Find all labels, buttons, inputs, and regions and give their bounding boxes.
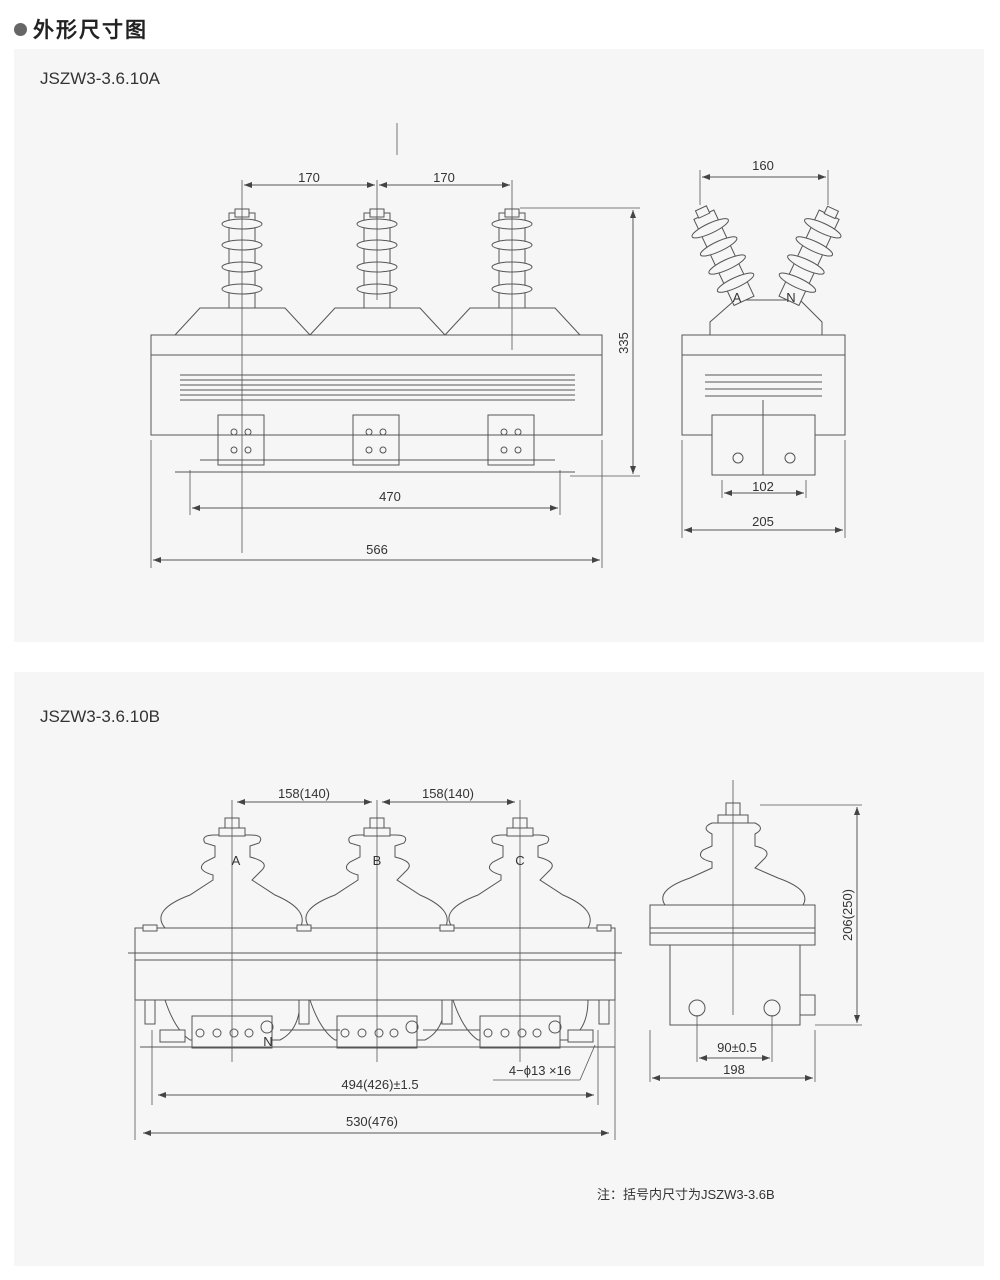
dim-height: 206(250) <box>840 889 855 941</box>
phase-c-label: C <box>515 853 524 868</box>
dim-height: 335 <box>616 332 631 354</box>
drawing-panel-a: JSZW3-3.6.10A <box>14 49 984 642</box>
model-label: JSZW3-3.6.10A <box>40 69 160 88</box>
dim-length: 566 <box>366 542 388 557</box>
dim-pitch-left: 170 <box>298 170 320 185</box>
dim-width: 205 <box>752 514 774 529</box>
side-view-a: 160 102 205 A N <box>681 158 846 538</box>
phase-n-label: N <box>786 290 795 305</box>
footnote: 注：括号内尺寸为JSZW3-3.6B <box>597 1187 775 1202</box>
dim-pitch-right: 170 <box>433 170 455 185</box>
phase-a-label: A <box>232 853 241 868</box>
dim-top: 160 <box>752 158 774 173</box>
dim-mount: 494(426)±1.5 <box>341 1077 418 1092</box>
dim-mount: 102 <box>752 479 774 494</box>
dim-length: 530(476) <box>346 1114 398 1129</box>
bullet-icon <box>14 22 27 36</box>
dim-width: 198 <box>723 1062 745 1077</box>
model-label: JSZW3-3.6.10B <box>40 707 160 726</box>
phase-b-label: B <box>373 853 382 868</box>
side-view-b: 206(250) 90±0.5 198 <box>649 780 862 1082</box>
dim-mount: 90±0.5 <box>717 1040 757 1055</box>
dim-pitch-right: 158(140) <box>422 786 474 801</box>
section-heading: 外形尺寸图 <box>14 14 148 44</box>
drawing-panel-b: JSZW3-3.6.10B <box>14 672 984 1266</box>
front-view-a: 170 170 335 470 566 <box>150 123 640 568</box>
neutral-label: N <box>263 1034 272 1049</box>
dim-mount: 470 <box>379 489 401 504</box>
front-view-b: 158(140) 158(140) 494(426)±1.5 530(476) … <box>128 786 622 1140</box>
phase-a-label: A <box>733 290 742 305</box>
dim-holes: 4−ϕ13 ×16 <box>509 1063 571 1078</box>
dim-pitch-left: 158(140) <box>278 786 330 801</box>
section-title: 外形尺寸图 <box>33 19 148 42</box>
